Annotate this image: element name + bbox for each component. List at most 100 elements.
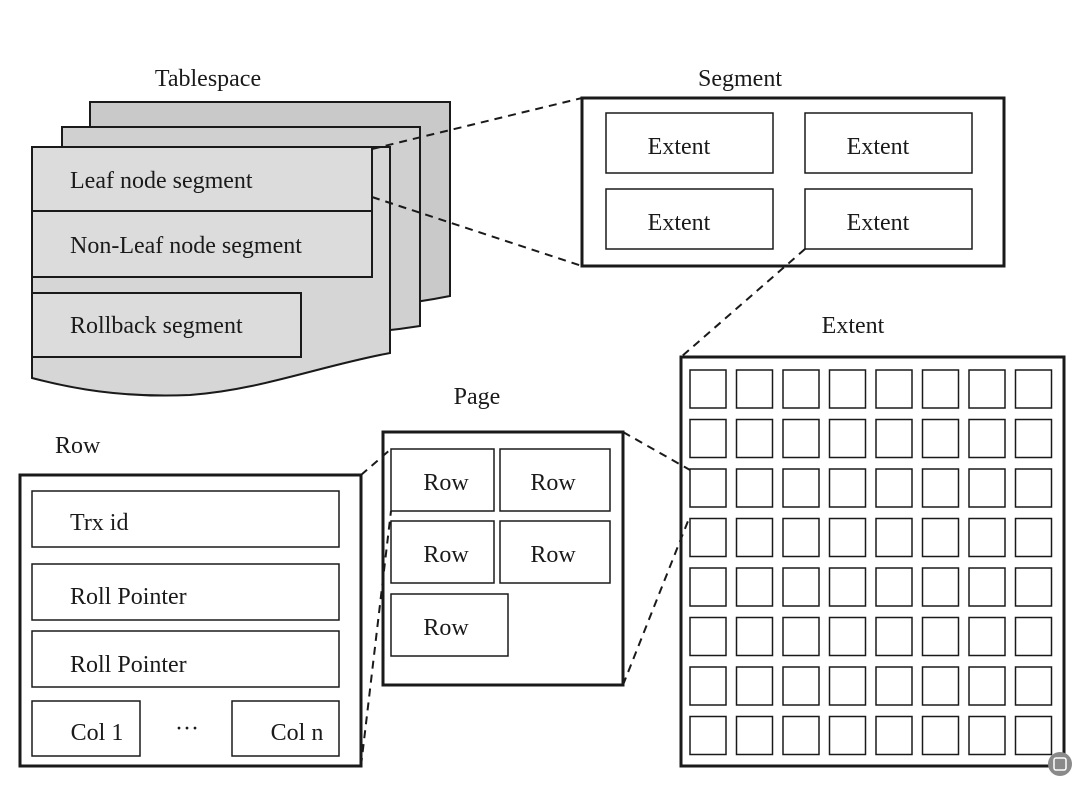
extent-page-cell (782, 517, 820, 558)
extent-page-cell (1014, 715, 1053, 756)
extent-page-cell (689, 567, 727, 607)
rollback-segment-label: Rollback segment (70, 313, 243, 339)
extent-page-cell (1014, 468, 1053, 508)
extent-page-cell (735, 369, 774, 409)
zoom-connectors (360, 97, 806, 767)
extent-page-cell (968, 369, 1006, 409)
segment-extent-box (605, 188, 774, 250)
extent-page-cell (921, 666, 960, 706)
leaf-node-segment-label: Leaf node segment (70, 168, 253, 194)
extent-page-cell (968, 666, 1006, 706)
extent-page-cell (782, 468, 820, 508)
segment-group: Segment Extent Extent Extent Extent (580, 66, 1006, 268)
extent-page-cell (735, 666, 774, 706)
page-row-box (390, 448, 495, 512)
extent-page-cell (875, 418, 913, 459)
extent-page-cell (828, 715, 867, 756)
extent-page-cell (828, 418, 867, 459)
extent-page-cell (828, 616, 867, 657)
row-title: Row (55, 433, 101, 459)
page-row-box (390, 520, 495, 584)
extent-page-cell (968, 468, 1006, 508)
extent-page-cell (875, 517, 913, 558)
segment-extent-label: Extent (847, 134, 910, 160)
page-row-label: Row (423, 615, 469, 641)
row-col-first-box (31, 700, 141, 757)
extent-page-cell (875, 715, 913, 756)
extent-page-cell (735, 567, 774, 607)
non-leaf-node-segment-label: Non-Leaf node segment (70, 233, 302, 259)
extent-page-cell (782, 715, 820, 756)
extent-page-cell (921, 616, 960, 657)
extent-page-cell (1014, 418, 1053, 459)
extent-page-cell (782, 369, 820, 409)
extent-page-cell (782, 567, 820, 607)
extent-page-cell (689, 369, 727, 409)
tablespace-group: Tablespace Leaf node segment Non-Leaf no… (31, 66, 451, 397)
row-field-box (31, 563, 340, 621)
corner-badge-icon (1048, 752, 1072, 776)
row-field-box (31, 490, 340, 548)
extent-page-cell (735, 616, 774, 657)
page-row-label: Row (423, 542, 469, 568)
extent-page-cell (875, 468, 913, 508)
extent-page-cell (921, 567, 960, 607)
row-group: Row Trx id Roll Pointer Roll Pointer Col… (18, 433, 363, 768)
extent-page-cell (1014, 666, 1053, 706)
row-field-roll-pointer: Roll Pointer (70, 652, 187, 678)
extent-page-cell (689, 715, 727, 756)
extent-page-cell (1014, 616, 1053, 657)
page-title: Page (454, 384, 501, 410)
segment-extent-box (804, 188, 973, 250)
row-col-last-box (231, 700, 340, 757)
connector-extent-to-page-bottom (622, 515, 691, 686)
extent-page-cell (828, 468, 867, 508)
extent-group: Extent (679, 313, 1066, 768)
page-group: Page Row Row Row Row Row (381, 384, 625, 687)
extent-page-cell (782, 418, 820, 459)
row-col-last-label: Col n (271, 720, 324, 746)
segment-extent-label: Extent (648, 134, 711, 160)
extent-page-cell (1014, 567, 1053, 607)
row-field-roll-pointer: Roll Pointer (70, 584, 187, 610)
row-field-trx-id: Trx id (70, 510, 128, 536)
page-row-box (390, 593, 509, 657)
segment-extent-box (804, 112, 973, 174)
leaf-node-segment-box (31, 146, 373, 212)
extent-page-cell (921, 517, 960, 558)
extent-page-cell (735, 418, 774, 459)
extent-page-cell (735, 468, 774, 508)
extent-page-cell (689, 418, 727, 459)
extent-page-cell (689, 666, 727, 706)
extent-page-cell (828, 517, 867, 558)
page-row-box (499, 520, 611, 584)
row-field-box (31, 630, 340, 688)
extent-page-cell (875, 369, 913, 409)
extent-page-cell (735, 715, 774, 756)
extent-page-cell (735, 517, 774, 558)
extent-page-cell (782, 616, 820, 657)
extent-page-cell (921, 369, 960, 409)
extent-page-cell (875, 616, 913, 657)
extent-page-cell (689, 468, 727, 508)
extent-page-cell (968, 418, 1006, 459)
segment-extent-box (605, 112, 774, 174)
extent-page-cell (828, 369, 867, 409)
page-row-label: Row (530, 542, 576, 568)
extent-page-cell (921, 468, 960, 508)
extent-page-cell (968, 616, 1006, 657)
extent-page-cell (875, 567, 913, 607)
page-row-box (499, 448, 611, 512)
page-row-label: Row (530, 470, 576, 496)
segment-title: Segment (698, 66, 782, 92)
extent-page-cell (968, 715, 1006, 756)
extent-title: Extent (822, 313, 885, 339)
extent-page-cell (921, 715, 960, 756)
connector-page-to-row-bottom (360, 510, 392, 767)
extent-page-cell (875, 666, 913, 706)
page-row-label: Row (423, 470, 469, 496)
extent-page-cell (828, 666, 867, 706)
extent-page-cell (921, 418, 960, 459)
